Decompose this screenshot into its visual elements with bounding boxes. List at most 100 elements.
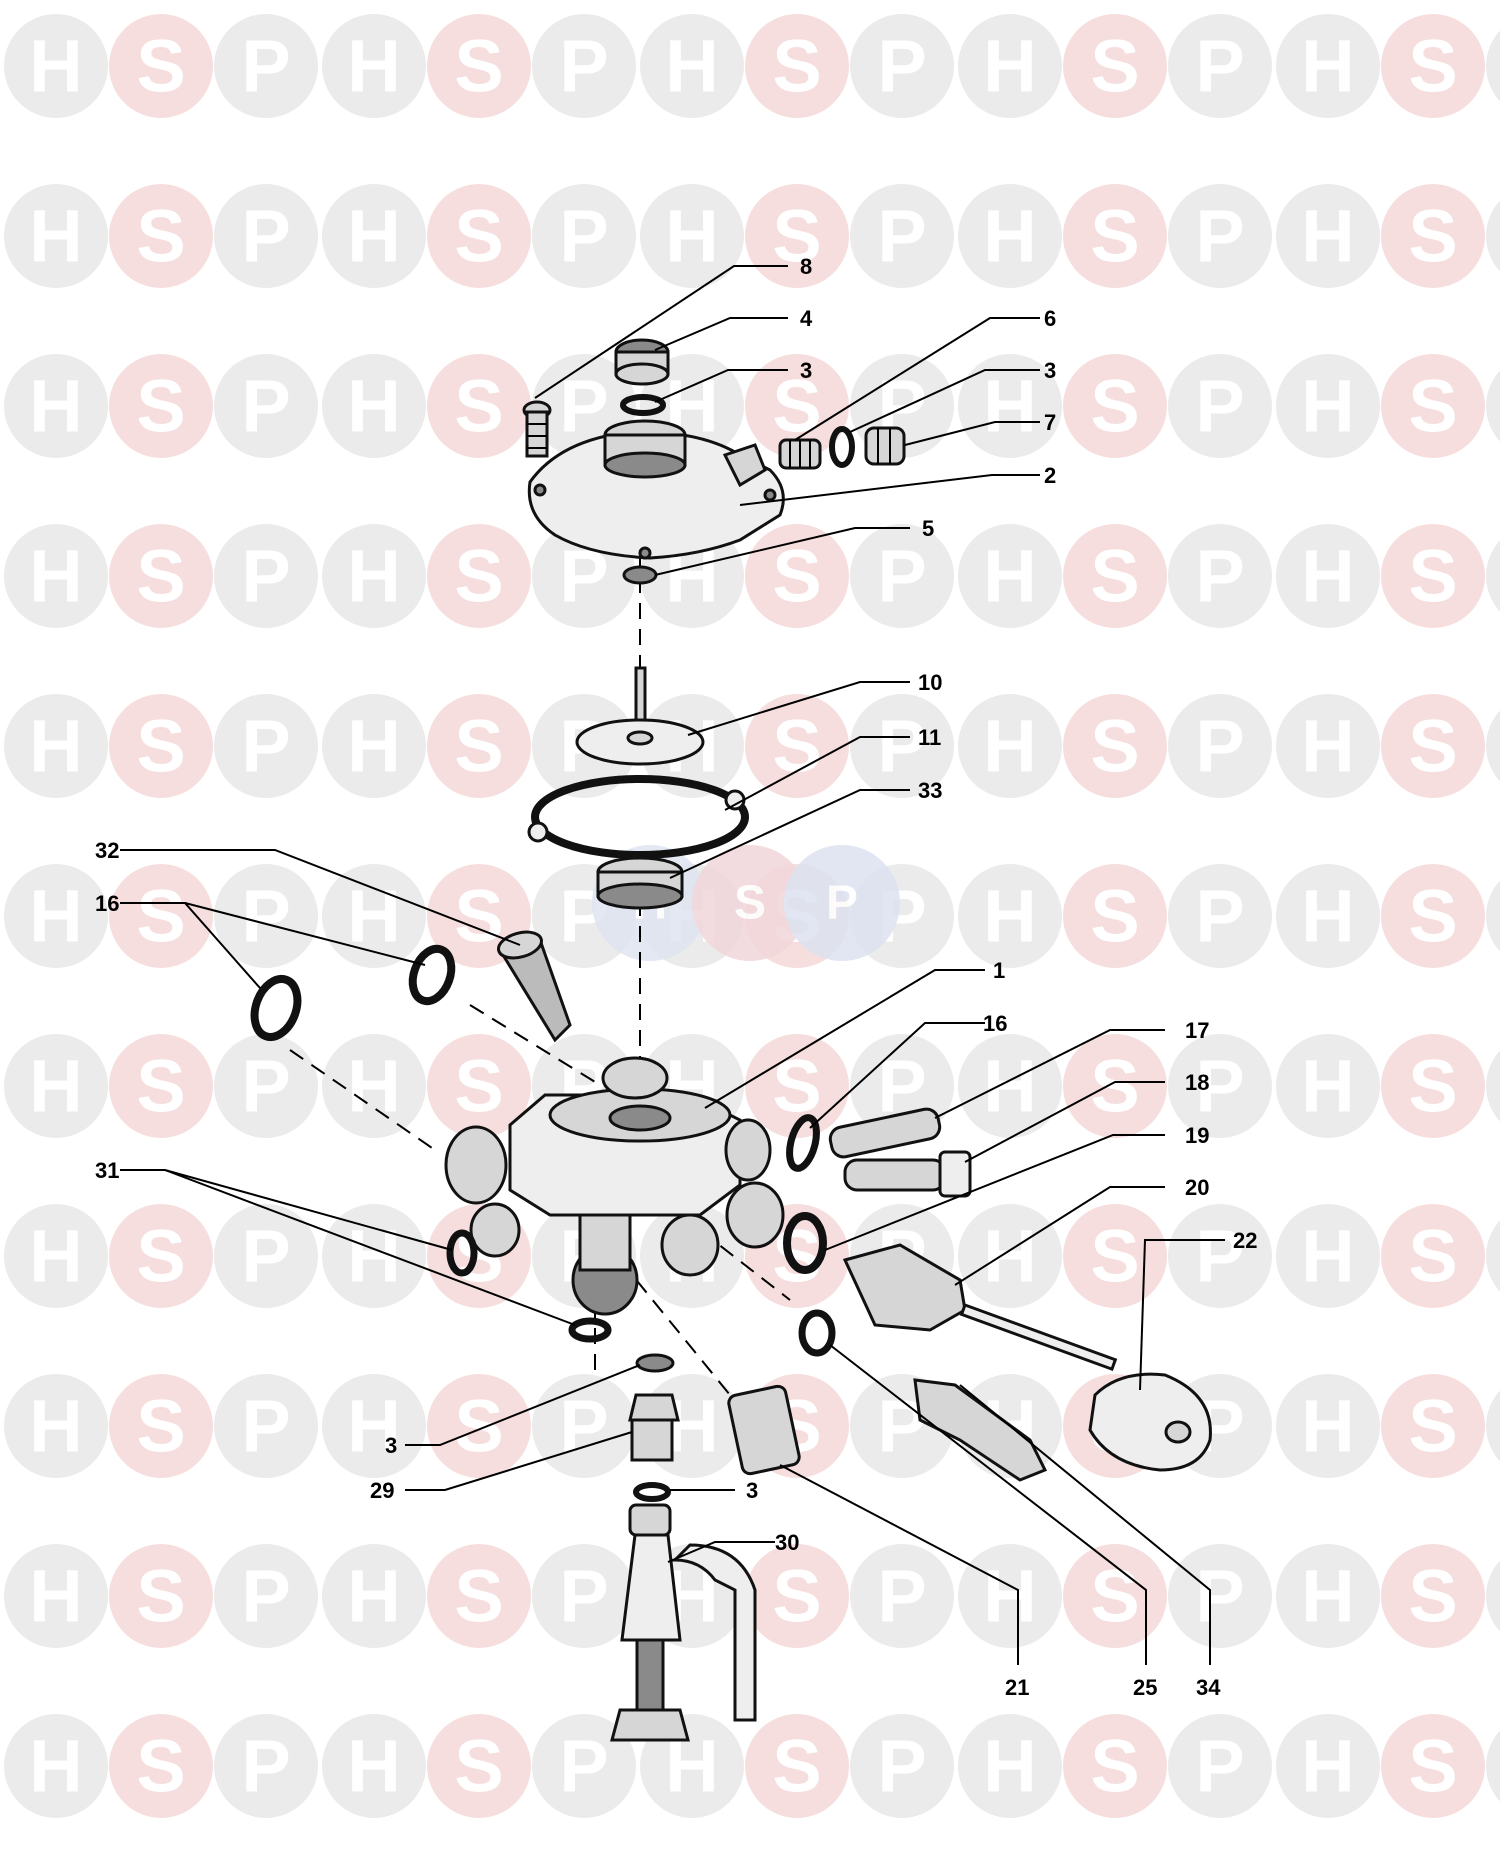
watermark-circle xyxy=(1063,1544,1167,1648)
watermark-circle xyxy=(427,354,531,458)
watermark-letter: S xyxy=(1408,365,1457,448)
watermark-letter: H xyxy=(29,705,82,788)
watermark-letter: P xyxy=(1195,1215,1244,1298)
watermark-letter: H xyxy=(983,25,1036,108)
watermark-letter: P xyxy=(241,1725,290,1808)
watermark-circle xyxy=(1063,694,1167,798)
watermark-circle xyxy=(427,14,531,118)
watermark-circle xyxy=(4,1544,108,1648)
watermark-letter: S xyxy=(1090,1215,1139,1298)
callout-30: 30 xyxy=(775,1530,799,1555)
watermark-circle xyxy=(322,864,426,968)
watermark-circle xyxy=(958,14,1062,118)
part-10-diaphragm xyxy=(575,666,705,766)
watermark-letter: H xyxy=(983,1045,1036,1128)
watermark-letter: H xyxy=(347,195,400,278)
watermark-letter: S xyxy=(772,25,821,108)
watermark-letter: H xyxy=(347,25,400,108)
watermark-circle xyxy=(1276,694,1380,798)
watermark-letter: S xyxy=(454,875,503,958)
callout-33: 33 xyxy=(918,778,942,803)
callout-21: 21 xyxy=(1005,1675,1029,1700)
callout-19: 19 xyxy=(1185,1123,1209,1148)
leader-lines xyxy=(120,265,1225,1665)
watermark-circle xyxy=(1063,864,1167,968)
watermark-letter: S xyxy=(1408,705,1457,788)
watermark-circle xyxy=(214,1544,318,1648)
watermark-letter: S xyxy=(772,535,821,618)
watermark-circle xyxy=(745,1034,849,1138)
watermark-letter: H xyxy=(983,195,1036,278)
callout-7: 7 xyxy=(1044,410,1056,435)
watermark-letter: S xyxy=(772,365,821,448)
watermark-circle xyxy=(214,1204,318,1308)
watermark-circle xyxy=(1381,1034,1485,1138)
watermark-circle xyxy=(958,694,1062,798)
watermark-circle xyxy=(1486,1730,1500,1802)
watermark-letter: H xyxy=(1301,1555,1354,1638)
callout-10: 10 xyxy=(918,670,942,695)
watermark-circle xyxy=(1486,200,1500,272)
part-17-nipple xyxy=(828,1107,942,1159)
watermark-circle xyxy=(1168,694,1272,798)
watermark-letter: H xyxy=(1301,705,1354,788)
watermark-circle xyxy=(1381,1374,1485,1478)
callout-8: 8 xyxy=(800,254,812,279)
watermark-letter: S xyxy=(136,195,185,278)
callout-34: 34 xyxy=(1196,1675,1221,1700)
watermark-letter: H xyxy=(347,365,400,448)
watermark-circle xyxy=(4,1204,108,1308)
watermark-letter: H xyxy=(29,535,82,618)
watermark-circle xyxy=(958,1544,1062,1648)
watermark-circle xyxy=(1381,184,1485,288)
exploded-assembly xyxy=(250,338,1212,1742)
watermark-letter: H xyxy=(983,535,1036,618)
watermark-circle xyxy=(1063,14,1167,118)
center-logo-letter-p: P xyxy=(826,877,858,930)
watermark-letter: H xyxy=(29,1555,82,1638)
watermark-circle xyxy=(1486,370,1500,442)
axis-line xyxy=(699,1229,791,1301)
watermark-circle xyxy=(745,354,849,458)
watermark-letter: S xyxy=(772,1555,821,1638)
watermark-letter: S xyxy=(1408,1725,1457,1808)
watermark-letter: H xyxy=(665,25,718,108)
watermark-letter: P xyxy=(241,1045,290,1128)
watermark-circle xyxy=(1168,864,1272,968)
watermark-circle xyxy=(214,524,318,628)
callout-5: 5 xyxy=(922,516,934,541)
watermark-circle xyxy=(850,1544,954,1648)
part-30-drain-cock xyxy=(610,1503,757,1742)
watermark-circle xyxy=(1168,14,1272,118)
watermark-circle xyxy=(745,1544,849,1648)
watermark-letter: P xyxy=(877,705,926,788)
watermark-circle xyxy=(214,1374,318,1478)
watermark-letter: H xyxy=(347,705,400,788)
watermark-circle xyxy=(4,524,108,628)
watermark-letter: S xyxy=(136,365,185,448)
watermark-letter: H xyxy=(29,1045,82,1128)
watermark-letter: S xyxy=(136,1045,185,1128)
watermark-circle xyxy=(4,1374,108,1478)
watermark-letter: H xyxy=(347,875,400,958)
callout-22: 22 xyxy=(1233,1228,1257,1253)
part-7-fitting xyxy=(864,426,906,466)
axis-line xyxy=(289,1049,436,1151)
watermark-circle xyxy=(1063,1714,1167,1818)
watermark-circle xyxy=(427,184,531,288)
part-3-washer xyxy=(829,426,855,468)
watermark-letter: P xyxy=(877,25,926,108)
watermark-circle xyxy=(958,354,1062,458)
watermark-letter: S xyxy=(1090,1555,1139,1638)
watermark-circle xyxy=(427,1034,531,1138)
watermark-letter: S xyxy=(1408,1215,1457,1298)
watermark-circle xyxy=(1276,184,1380,288)
callout-6: 6 xyxy=(1044,306,1056,331)
watermark-circle xyxy=(109,354,213,458)
watermark-letter: P xyxy=(241,365,290,448)
watermark-circle xyxy=(1381,1544,1485,1648)
part-31-seal-ring xyxy=(568,1317,612,1343)
watermark-letter: P xyxy=(1195,1555,1244,1638)
watermark-circle xyxy=(1381,354,1485,458)
watermark-circle xyxy=(109,1204,213,1308)
